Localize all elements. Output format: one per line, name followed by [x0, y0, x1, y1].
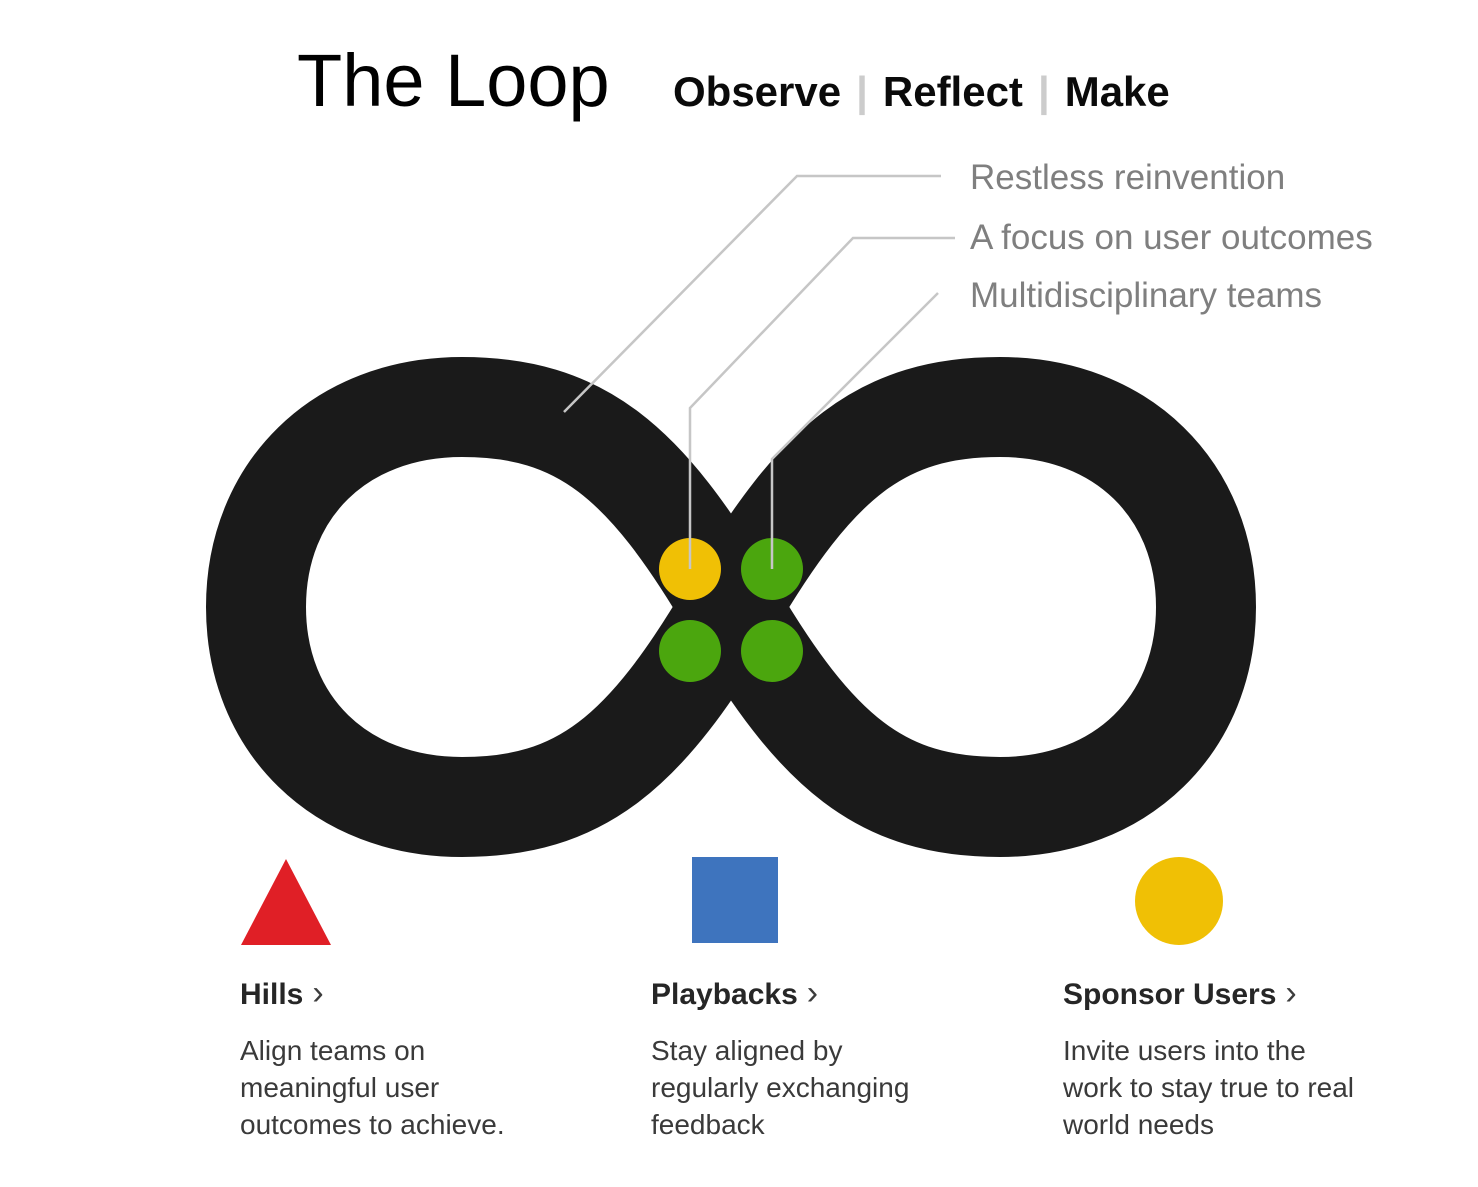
playbacks-square-icon	[692, 857, 778, 943]
sponsor-users-title: Sponsor Users	[1063, 978, 1277, 1011]
sponsor-users-circle-icon	[1135, 857, 1223, 945]
hills-shape	[241, 859, 331, 945]
phase-make: Make	[1064, 68, 1170, 115]
chevron-right-icon: ›	[806, 974, 819, 1012]
hills-description: Align teams on meaningful user outcomes …	[240, 1035, 505, 1140]
hills-title: Hills	[240, 978, 304, 1011]
phase-observe: Observe	[673, 68, 842, 115]
playbacks-shape	[692, 857, 778, 943]
callout-multidisciplinary-teams: Multidisciplinary teams	[970, 276, 1323, 315]
callout-restless-reinvention: Restless reinvention	[970, 158, 1286, 197]
legend-column-sponsor-users: Sponsor Users› Invite users into the wor…	[1063, 975, 1363, 1143]
chevron-right-icon: ›	[312, 974, 324, 1012]
callout-line-multidisciplinary-teams	[770, 292, 939, 569]
playbacks-description: Stay aligned by regularly exchanging fee…	[651, 1035, 910, 1140]
phase-reflect: Reflect	[882, 68, 1023, 115]
phase-list: Observe | Reflect | Make	[673, 68, 1170, 116]
sponsor-users-shape	[1135, 857, 1223, 945]
playbacks-link[interactable]: Playbacks›	[651, 975, 931, 1013]
callout-line-restless-reinvention	[563, 174, 941, 413]
page-title: The Loop	[297, 39, 610, 122]
infinity-loop-icon	[206, 357, 1256, 857]
phase-separator: |	[856, 68, 868, 115]
chevron-right-icon: ›	[1285, 974, 1297, 1012]
phase-separator: |	[1037, 68, 1050, 115]
hills-link[interactable]: Hills›	[240, 975, 525, 1013]
callout-focus-user-outcomes: A focus on user outcomes	[970, 218, 1373, 257]
loop-dot-green-bottom-left	[659, 620, 721, 682]
callout-line-focus-user-outcomes	[688, 236, 955, 569]
hills-triangle-icon	[241, 859, 331, 945]
sponsor-users-description: Invite users into the work to stay true …	[1063, 1035, 1355, 1140]
playbacks-title: Playbacks	[651, 978, 798, 1011]
loop-dot-green-bottom-right	[741, 620, 803, 682]
legend-column-hills: Hills› Align teams on meaningful user ou…	[240, 975, 525, 1143]
sponsor-users-link[interactable]: Sponsor Users›	[1063, 975, 1363, 1013]
legend-column-playbacks: Playbacks› Stay aligned by regularly exc…	[651, 975, 931, 1143]
